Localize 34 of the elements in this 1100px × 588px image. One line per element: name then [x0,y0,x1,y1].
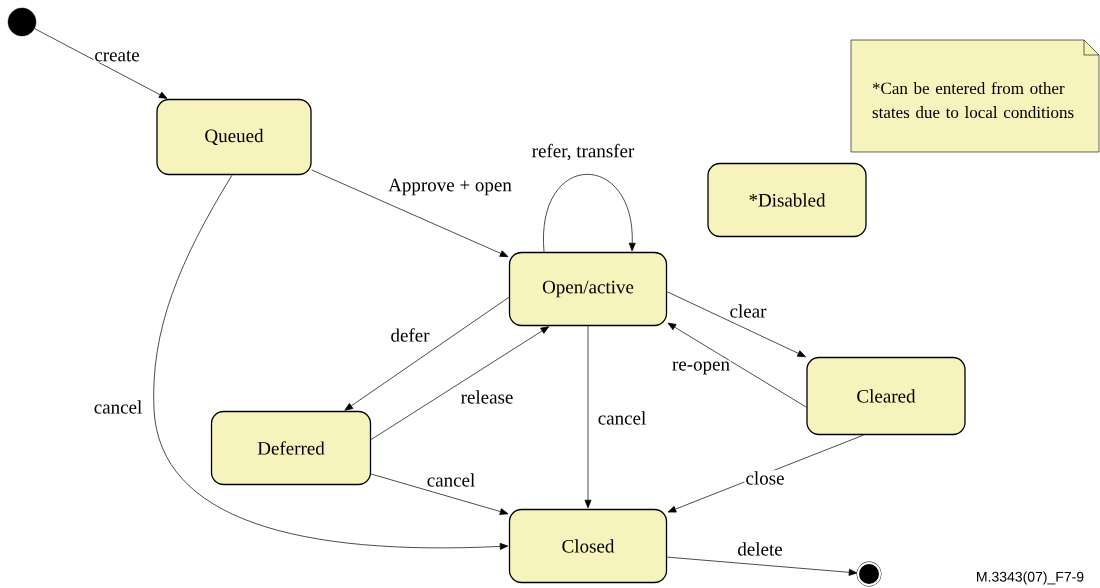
edge-label: clear [728,303,768,319]
edge-label: delete [736,541,784,557]
edge-label: release [459,389,515,405]
note-box: *Can be entered from other states due to local conditions [850,39,1100,153]
state-box: Cleared [806,356,966,436]
state-box: Queued [156,98,312,176]
transition-arrow [344,296,510,411]
state-box: Deferred [210,410,372,486]
transition-arrow [34,28,168,99]
transition-arrow [153,174,509,550]
transition-arrow [667,434,864,513]
state-box: Closed [508,508,668,584]
transition-arrow [370,473,509,515]
edge-label: defer [389,327,431,343]
initial-state [7,7,37,37]
edge-label: cancel [425,472,477,488]
transition-arrow [667,322,807,408]
transition-arrow [666,291,806,358]
transition-arrow [370,326,550,440]
figure-code: M.3343(07)_F7-9 [977,571,1084,585]
edge-label: cancel [92,399,144,415]
edge-label: Approve + open [387,177,513,197]
edge-label: refer, transfer [530,142,636,162]
transition-arrow [584,325,592,509]
transition-arrow [666,556,858,576]
state-box: *Disabled [707,162,867,238]
transition-arrow [543,174,636,253]
transition-arrow [311,169,509,257]
edge-label: close [744,470,786,486]
edge-label: create [93,49,141,63]
edge-label: re-open [671,360,731,376]
state-box: Open/active [508,251,668,327]
edge-label: cancel [596,410,648,426]
final-state [856,561,882,587]
